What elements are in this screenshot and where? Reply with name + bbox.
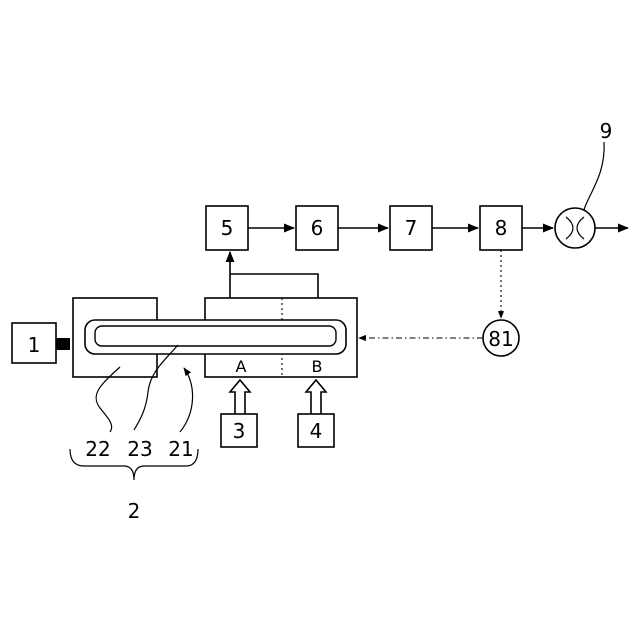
hollow-arrow-a — [230, 380, 250, 414]
tube-assembly — [85, 320, 346, 354]
unit-8-label: 8 — [495, 216, 508, 240]
feed-4: 4 — [298, 380, 334, 447]
unit-1: 1 — [12, 323, 70, 363]
zone-a-label: A — [236, 357, 247, 376]
unit-4-label: 4 — [310, 419, 323, 443]
feed-3: 3 — [221, 380, 257, 447]
label-2: 2 — [128, 499, 141, 523]
unit-1-connector — [56, 338, 70, 350]
unit-6-label: 6 — [311, 216, 324, 240]
unit-3-label: 3 — [233, 419, 246, 443]
unit-1-label: 1 — [28, 333, 41, 357]
label-23: 23 — [127, 437, 152, 461]
unit-81-label: 81 — [488, 327, 513, 351]
label-22: 22 — [85, 437, 110, 461]
zone-b-label: B — [312, 357, 323, 376]
controller-81: 81 — [359, 250, 519, 356]
unit-8: 8 — [480, 206, 522, 250]
unit-7: 7 — [390, 206, 432, 250]
unit-9-label: 9 — [600, 119, 613, 143]
outer-tube — [85, 320, 346, 354]
unit-9: 9 — [555, 119, 628, 248]
unit-5-label: 5 — [221, 216, 234, 240]
hollow-arrow-b — [306, 380, 326, 414]
unit-5: 5 — [206, 206, 248, 250]
unit-7-label: 7 — [405, 216, 418, 240]
label-21: 21 — [168, 437, 193, 461]
leader-21 — [180, 368, 193, 432]
unit-9-circle — [555, 208, 595, 248]
unit-6: 6 — [296, 206, 338, 250]
output-line — [230, 274, 318, 298]
leader-9 — [584, 142, 604, 210]
